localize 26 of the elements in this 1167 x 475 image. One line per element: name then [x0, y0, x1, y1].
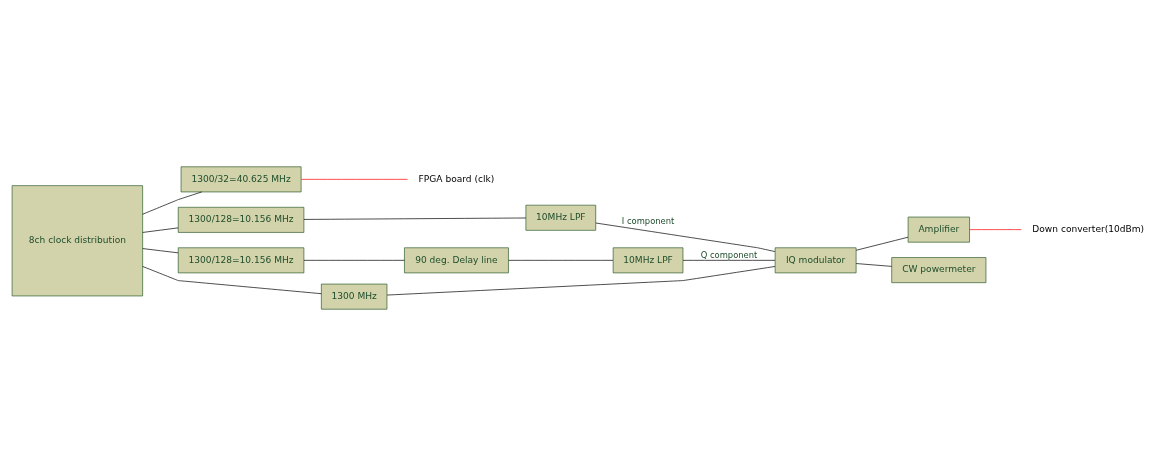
node-text: Down converter(10dBm) [1032, 223, 1145, 234]
node-box: 90 deg. Delay line [404, 246, 509, 273]
connector [386, 265, 776, 295]
node-box: 1300 MHz [321, 283, 388, 310]
edge-label: Q component [700, 249, 758, 260]
node-box: 8ch clock distribution [11, 184, 143, 296]
connector [142, 247, 179, 253]
node-text: FPGA board (clk) [418, 173, 495, 184]
connector [142, 227, 179, 233]
connector [303, 217, 527, 220]
connector [142, 265, 322, 294]
edge-label: I component [621, 215, 675, 226]
connector [855, 236, 909, 251]
connector [682, 259, 776, 261]
node-box: 1300/32=40.625 MHz [180, 165, 302, 192]
node-box: CW powermeter [891, 256, 987, 283]
node-box: IQ modulator [774, 246, 857, 273]
node-box: 1300/128=10.156 MHz [177, 246, 305, 273]
node-box: Amplifier [907, 216, 970, 243]
connector [142, 191, 203, 215]
node-box: 10MHz LPF [525, 204, 597, 231]
connector [303, 259, 405, 261]
connector [855, 262, 892, 267]
node-box: 10MHz LPF [612, 246, 684, 273]
connector [595, 222, 776, 252]
node-box: 1300/128=10.156 MHz [177, 206, 305, 233]
